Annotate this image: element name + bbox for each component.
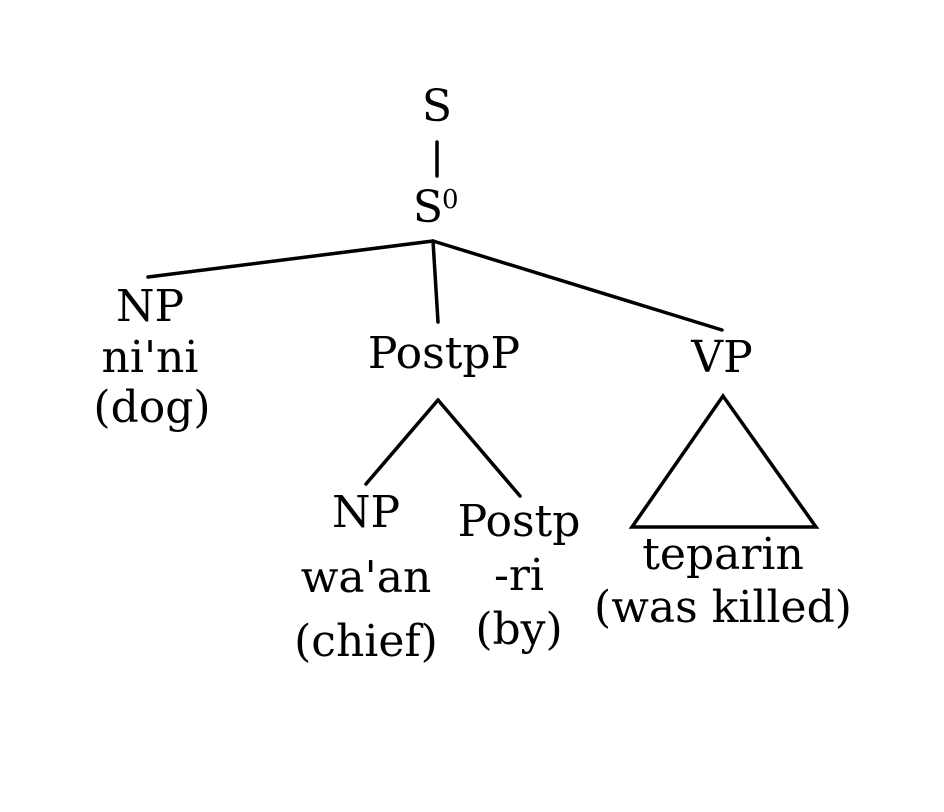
node-postpp-label: PostpP bbox=[368, 328, 520, 379]
node-s0-superscript: 0 bbox=[442, 185, 459, 215]
node-np-object-word: wa'an bbox=[301, 552, 432, 603]
branch-s0-to-np bbox=[146, 239, 435, 279]
branch-postpp-to-postp bbox=[436, 398, 522, 498]
node-np-object-label: NP bbox=[332, 487, 400, 538]
node-vp-word: teparin bbox=[642, 529, 804, 580]
branch-s0-to-postpp bbox=[431, 239, 440, 324]
branch-s0-to-vp bbox=[431, 239, 724, 332]
vp-triangle bbox=[628, 392, 820, 529]
node-np-subject-word: ni'ni bbox=[102, 332, 199, 383]
node-postp-label: Postp bbox=[458, 496, 581, 547]
node-postp-gloss: (by) bbox=[475, 604, 562, 655]
node-np-subject-gloss: (dog) bbox=[93, 382, 210, 433]
branch-postpp-to-np bbox=[364, 398, 440, 486]
node-np-object-gloss: (chief) bbox=[294, 616, 438, 667]
node-s-label: S bbox=[422, 81, 452, 132]
node-s0-label: S bbox=[413, 182, 443, 233]
node-np-subject-label: NP bbox=[116, 281, 184, 332]
node-vp-label: VP bbox=[690, 332, 752, 383]
node-s0-base: S bbox=[413, 182, 443, 233]
node-vp-gloss: (was killed) bbox=[594, 582, 852, 633]
node-postp-word: -ri bbox=[494, 550, 544, 601]
